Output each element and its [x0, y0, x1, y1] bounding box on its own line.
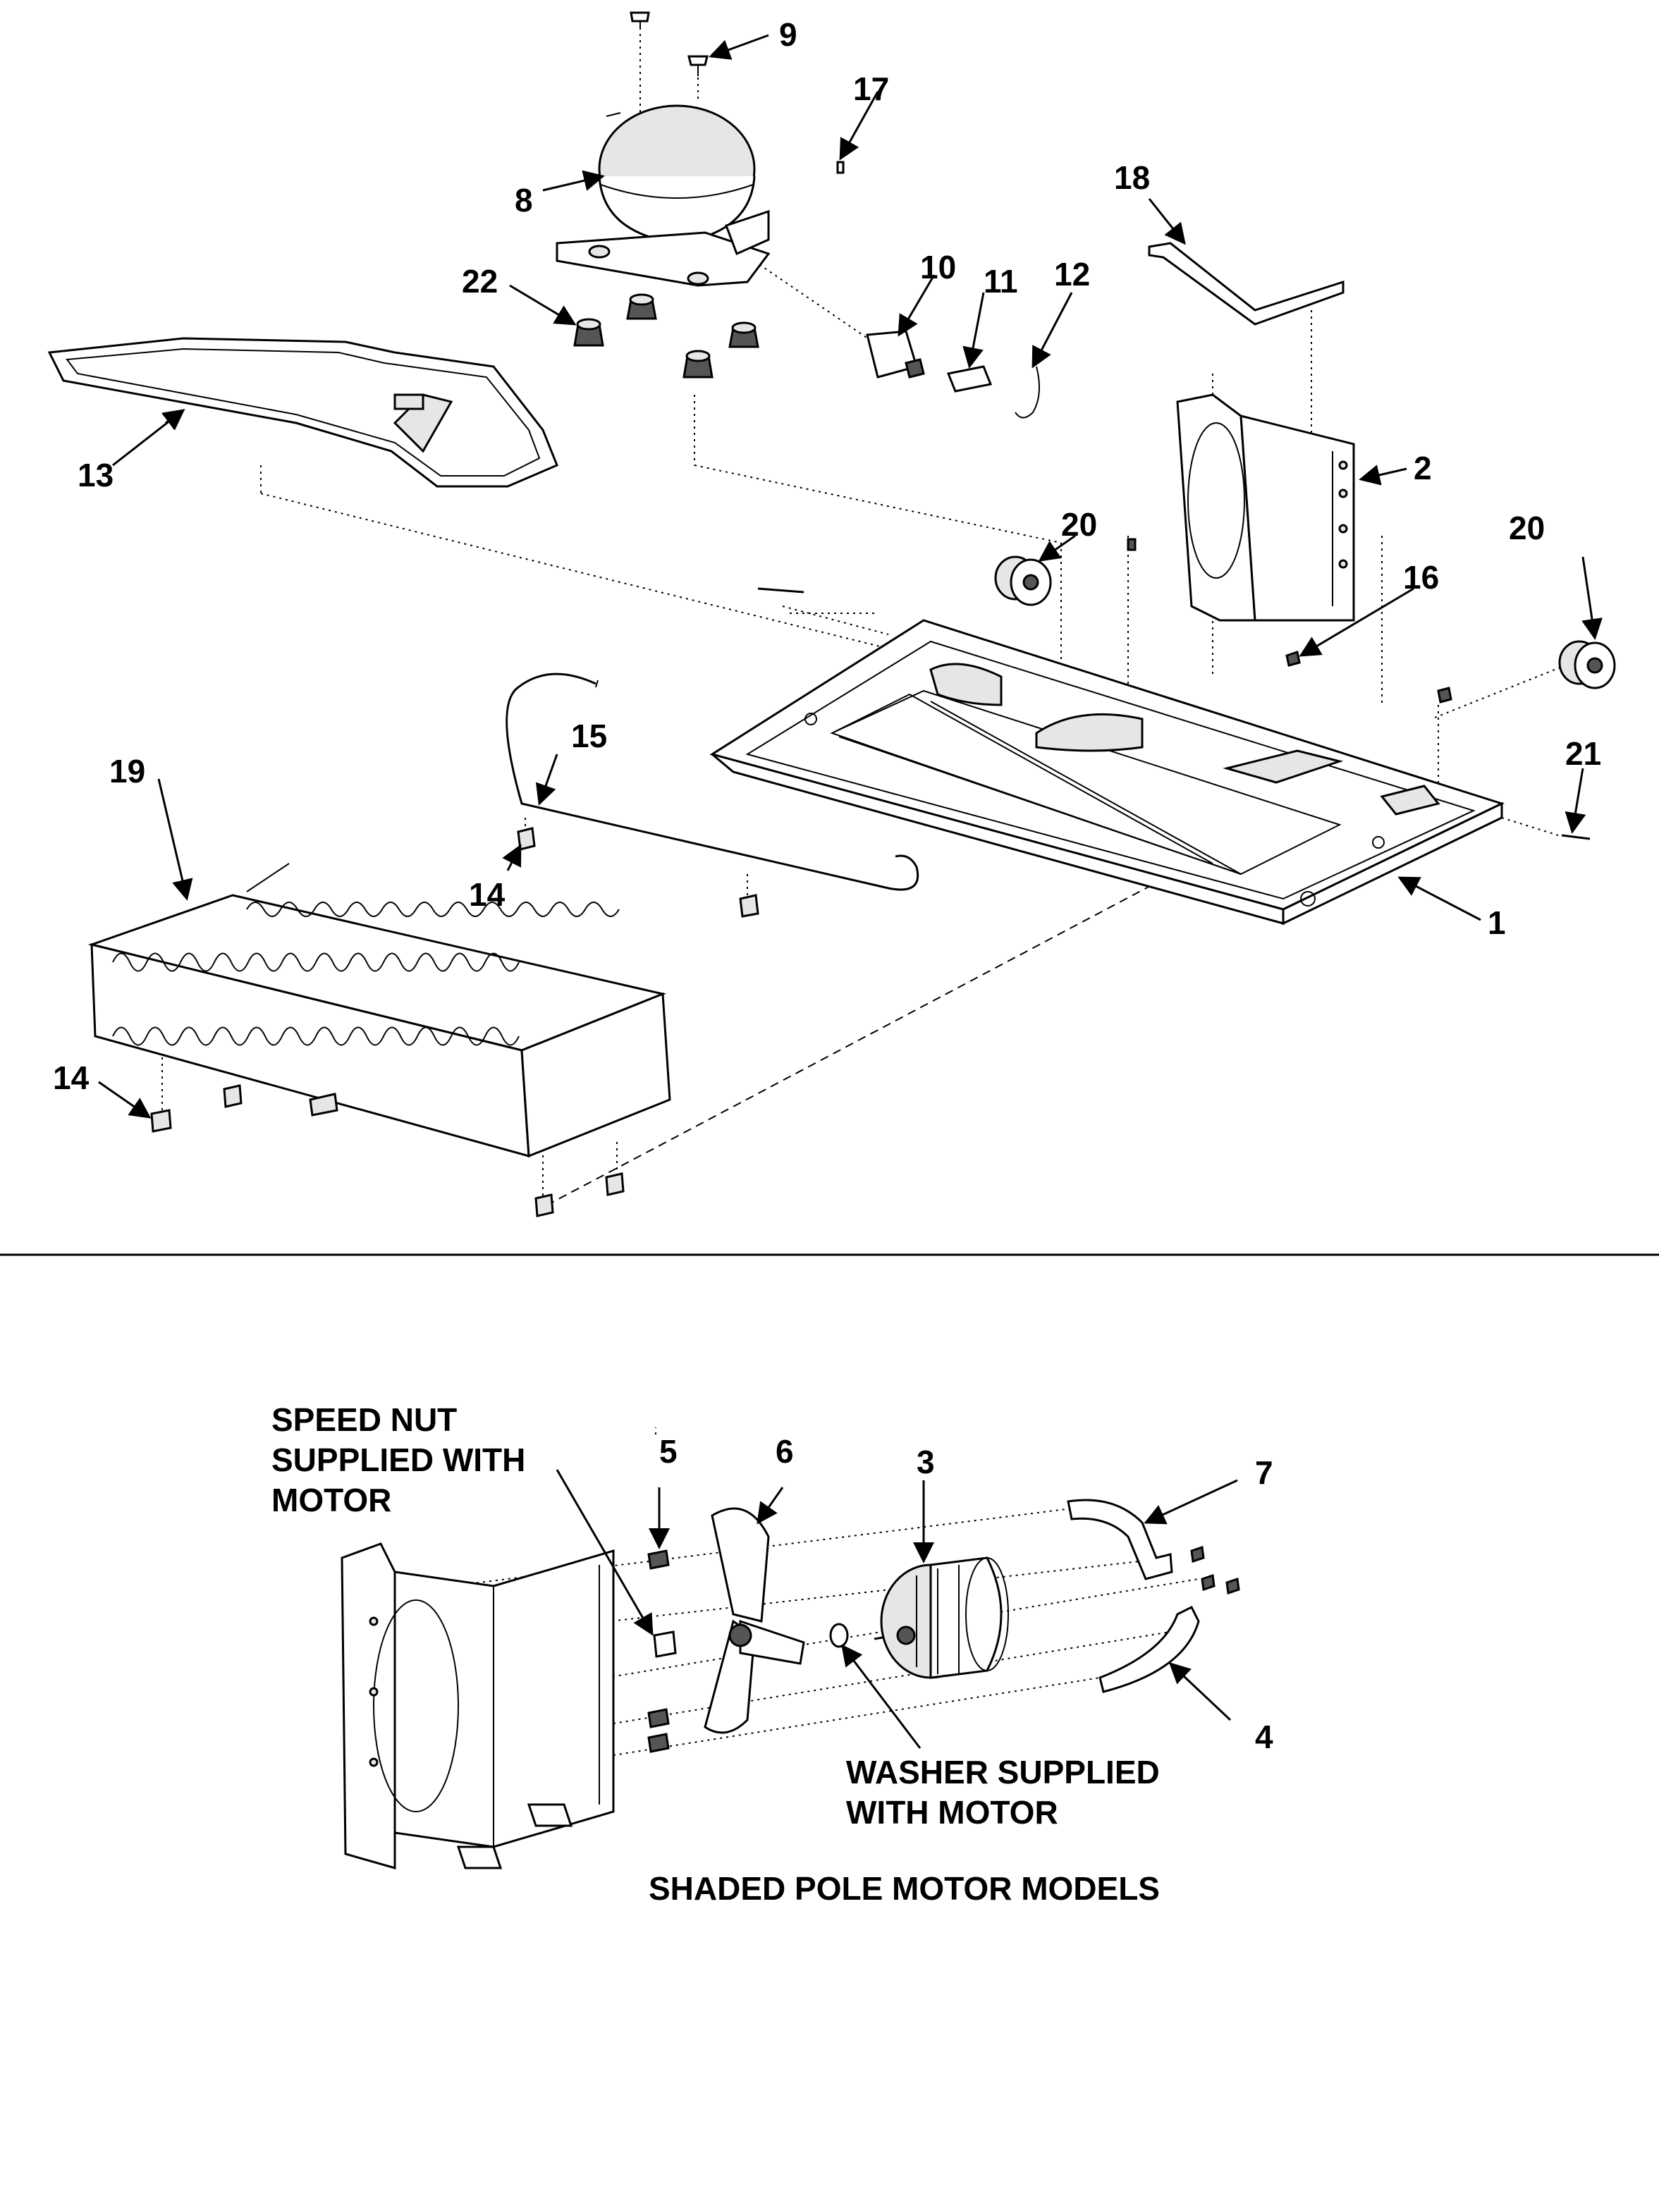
leveling-feet: [994, 555, 1616, 689]
fan-motor: [874, 1556, 1009, 1679]
callout-3: 3: [917, 1444, 935, 1480]
callout-labels: 9 17 8 22 10 11 12 18 13 2 20 20 16 15 2…: [53, 16, 1601, 1755]
pins-and-screws: [757, 538, 1591, 840]
condenser: [87, 863, 671, 1158]
callout-20b: 20: [1509, 510, 1545, 546]
notes: SPEED NUT SUPPLIED WITH MOTOR WASHER SUP…: [271, 1401, 1160, 1907]
speed-nuts: [647, 1549, 677, 1753]
callout-18: 18: [1114, 159, 1150, 196]
callout-14a: 14: [469, 876, 506, 913]
callout-6: 6: [776, 1433, 794, 1470]
motor-bracket-lower: [1098, 1574, 1240, 1693]
fan-blade: [704, 1507, 805, 1734]
callout-14b: 14: [53, 1059, 90, 1096]
callout-12: 12: [1054, 256, 1090, 293]
speed-nut-note-line1: SPEED NUT: [271, 1401, 457, 1438]
upper-leader-lines: [98, 34, 1603, 1119]
callout-20a: 20: [1061, 506, 1097, 543]
callout-11: 11: [984, 263, 1018, 300]
callout-8: 8: [515, 182, 533, 219]
washer: [829, 1623, 849, 1648]
base-pan: [709, 619, 1505, 926]
compressor: [556, 104, 771, 287]
callout-17: 17: [853, 70, 889, 107]
top-bracket: [1148, 242, 1345, 326]
callout-5: 5: [659, 1433, 678, 1470]
washer-note-line1: WASHER SUPPLIED: [846, 1754, 1160, 1790]
callout-10: 10: [920, 249, 956, 285]
drain-pan: [47, 337, 558, 488]
callout-21: 21: [1565, 735, 1601, 772]
spacers: [150, 827, 759, 1217]
lower-leader-lines: [556, 1469, 1238, 1749]
callout-2: 2: [1414, 450, 1432, 486]
speed-nut-note-line3: MOTOR: [271, 1482, 391, 1518]
compressor-bolts: [630, 11, 845, 174]
motor-bracket-upper: [1067, 1499, 1205, 1580]
callout-15: 15: [571, 718, 607, 754]
callout-19: 19: [109, 753, 145, 789]
speed-nut-note-line2: SUPPLIED WITH: [271, 1442, 525, 1478]
callout-1: 1: [1488, 904, 1506, 941]
fan-shroud: [1176, 393, 1355, 622]
grommets: [573, 293, 759, 379]
callout-7: 7: [1255, 1454, 1273, 1491]
section-caption: SHADED POLE MOTOR MODELS: [649, 1870, 1160, 1907]
tube: [506, 672, 919, 891]
assembly-guide-lines: [161, 21, 1573, 1206]
callout-9: 9: [779, 16, 797, 53]
callout-4: 4: [1255, 1719, 1273, 1755]
lower-fan-shroud: [341, 1542, 615, 1869]
relay-overload-parts: [866, 330, 1040, 419]
washer-note-line2: WITH MOTOR: [846, 1794, 1058, 1831]
callout-16: 16: [1403, 559, 1439, 596]
callout-22: 22: [462, 263, 498, 300]
callout-13: 13: [78, 457, 114, 493]
